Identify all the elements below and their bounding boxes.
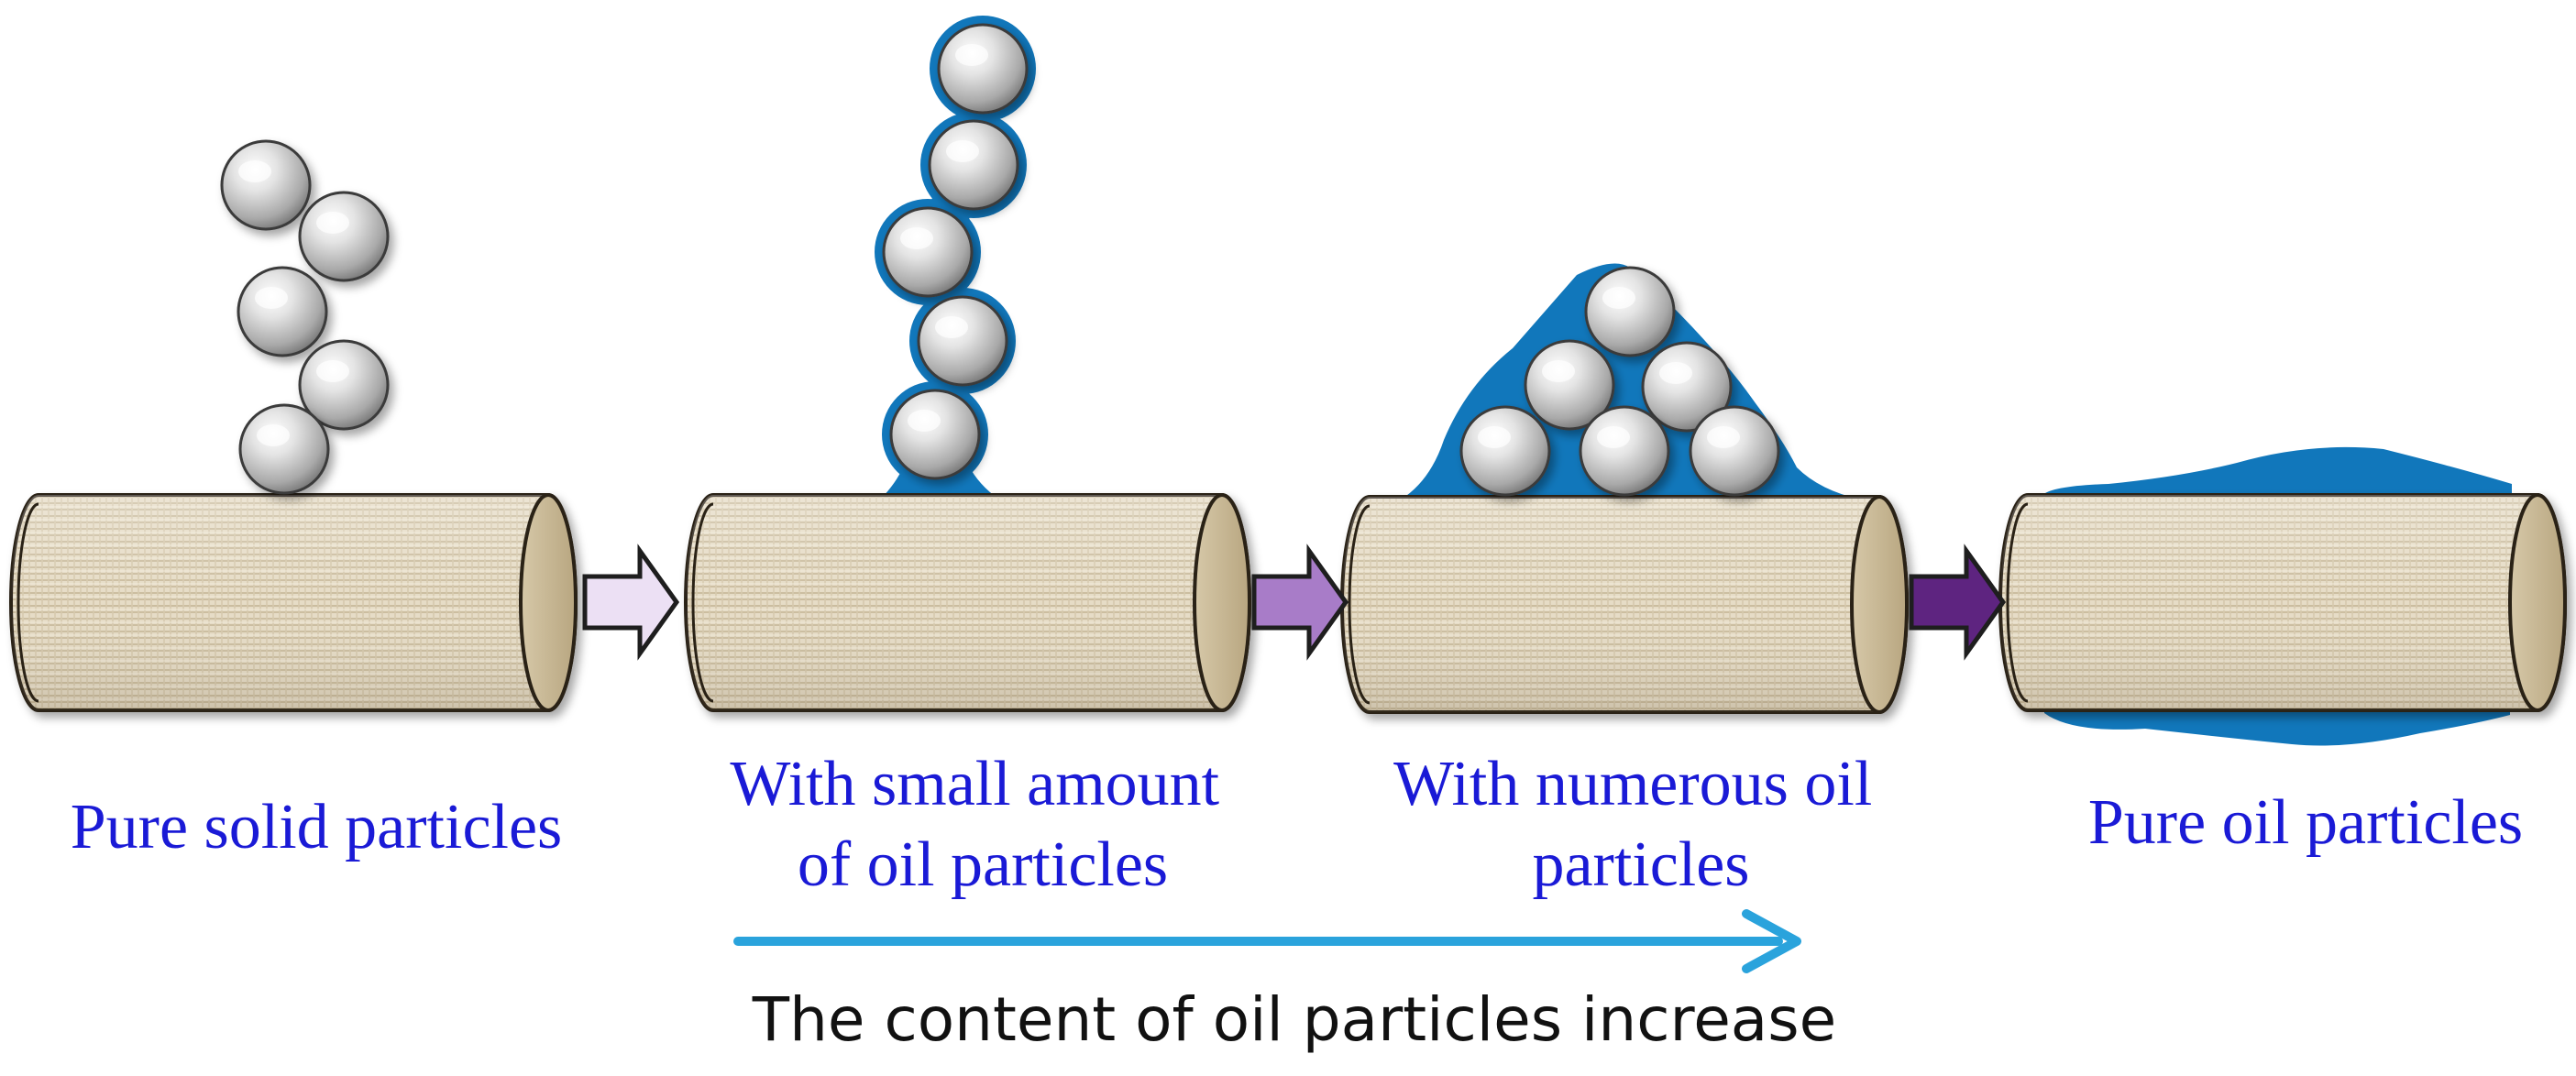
block-arrow-right-icon	[1909, 543, 2007, 661]
block-arrow-right-icon	[582, 543, 680, 661]
block-arrow-right-icon	[1251, 543, 1349, 661]
sphere-particle-icon	[238, 403, 330, 495]
stage-label-pure-oil: Pure oil particles	[2088, 787, 2523, 858]
sphere-body	[1689, 405, 1780, 497]
sphere-body	[1459, 405, 1551, 497]
sphere-particle-icon	[917, 295, 1008, 387]
sphere-body	[889, 389, 981, 480]
cylinder-fiber-icon	[9, 493, 578, 712]
sphere-particle-icon	[1641, 341, 1733, 433]
sphere-highlight	[1707, 426, 1740, 448]
cylinder-fiber-icon	[684, 493, 1251, 712]
sphere-highlight	[908, 410, 941, 432]
sphere-highlight	[1478, 426, 1511, 448]
stage-label-pure-solid: Pure solid particles	[71, 792, 563, 862]
sphere-body	[1524, 339, 1615, 431]
cylinder-fiber-icon	[1340, 495, 1909, 714]
sphere-particle-icon	[889, 389, 981, 480]
stage-label-numerous-oil: With numerous oil particles	[1393, 749, 1888, 900]
sphere-body	[928, 119, 1019, 211]
sphere-particle-icon	[1584, 266, 1676, 357]
sphere-particle-icon	[298, 191, 390, 282]
sphere-particle-icon	[1579, 405, 1670, 497]
sphere-particle-icon	[937, 23, 1029, 115]
sphere-body	[238, 403, 330, 495]
step-arrow-layer	[582, 543, 2007, 661]
sphere-highlight	[257, 424, 290, 446]
caption: The content of oil particles increase	[752, 984, 1837, 1055]
fiber-end-cap	[1193, 493, 1251, 712]
stage-label-small-oil: With small amount of oil particles	[730, 749, 1235, 900]
sphere-particle-icon	[220, 139, 312, 231]
stage-labels: Pure solid particles With small amount o…	[71, 749, 2523, 900]
oil-film-bottom	[2044, 706, 2510, 746]
fiber-shading	[686, 495, 1249, 710]
sphere-particle-icon	[1524, 339, 1615, 431]
fiber-shading	[2000, 495, 2565, 710]
sphere-highlight	[1602, 287, 1635, 309]
fiber-shading	[1342, 497, 1907, 712]
stage-label-line: particles	[1532, 829, 1749, 900]
cylinder-fiber-icon	[1998, 493, 2567, 712]
sphere-highlight	[1542, 360, 1575, 382]
sphere-highlight	[316, 212, 349, 234]
sphere-highlight	[900, 227, 933, 249]
sphere-body	[1641, 341, 1733, 433]
sphere-body	[1579, 405, 1670, 497]
fiber-shading	[11, 495, 577, 710]
oil-film-top	[2042, 446, 2512, 500]
fiber-left-rim	[2006, 502, 2029, 703]
sphere-body	[937, 23, 1029, 115]
sphere-body	[237, 266, 328, 357]
fiber-left-rim	[1348, 504, 1371, 705]
sphere-highlight	[1659, 362, 1692, 384]
stage-label-line: With small amount	[730, 749, 1219, 819]
sphere-particle-icon	[298, 339, 390, 431]
stage-label-line: of oil particles	[798, 829, 1168, 900]
stage-label-line: With numerous oil	[1393, 749, 1872, 819]
sphere-particle-icon	[928, 119, 1019, 211]
sphere-body	[298, 339, 390, 431]
sphere-highlight	[955, 44, 988, 66]
fiber-end-cap	[2508, 493, 2567, 712]
sphere-highlight	[255, 287, 288, 309]
fiber-layer	[9, 493, 2567, 714]
sphere-body	[220, 139, 312, 231]
sphere-highlight	[316, 360, 349, 382]
sphere-particle-icon	[237, 266, 328, 357]
fiber-left-rim	[17, 502, 39, 703]
sphere-body	[1584, 266, 1676, 357]
sphere-highlight	[935, 316, 968, 338]
sphere-highlight	[946, 140, 979, 162]
stage-label-line: Pure solid particles	[71, 792, 563, 862]
sphere-highlight	[238, 160, 271, 182]
sphere-body	[298, 191, 390, 282]
sphere-body	[882, 206, 974, 298]
sphere-body	[917, 295, 1008, 387]
long-arrow-right-icon	[733, 909, 1801, 973]
fiber-left-rim	[691, 502, 714, 703]
stage-label-line: Pure oil particles	[2088, 787, 2523, 858]
fiber-end-cap	[519, 493, 578, 712]
sphere-particle-icon	[1689, 405, 1780, 497]
sphere-particle-icon	[1459, 405, 1551, 497]
fiber-end-cap	[1850, 495, 1909, 714]
sphere-highlight	[1597, 426, 1630, 448]
particle-layer	[220, 23, 1780, 497]
sphere-particle-icon	[882, 206, 974, 298]
